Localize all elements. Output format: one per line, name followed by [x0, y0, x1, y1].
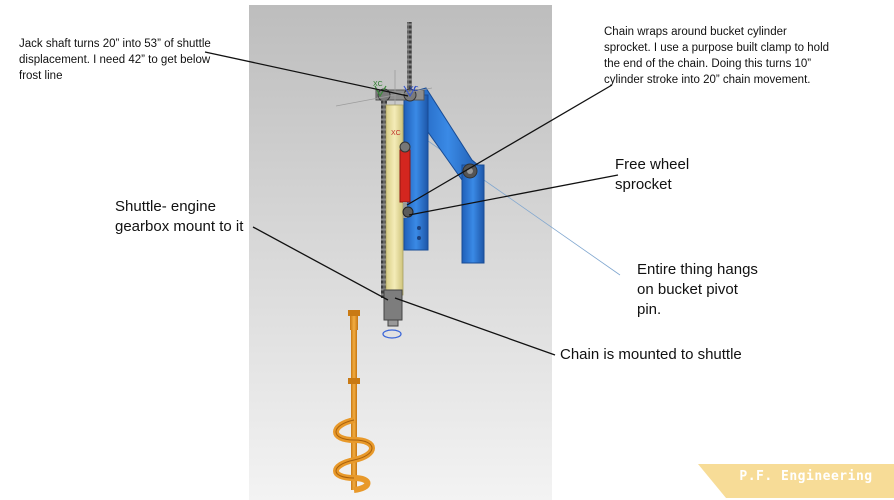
leader-jack-shaft: [204, 51, 409, 97]
left-chain: [381, 100, 387, 298]
pivot-reference-line: [397, 119, 621, 276]
upper-chain: [407, 22, 412, 97]
leader-free-wheel: [408, 174, 619, 216]
shuttle-block: [382, 289, 403, 339]
leader-chain-mounted: [394, 297, 556, 356]
annotation-chain-mounted: Chain is mounted to shuttle: [560, 346, 742, 363]
annotation-free-wheel-sprocket: Free wheel sprocket: [615, 156, 690, 193]
free-wheel-sprocket-shape: [402, 206, 414, 218]
annotation-shuttle: Shuttle- engine gearbox mount to it: [115, 198, 244, 235]
cad-axis-label: XC: [391, 130, 401, 137]
cad-axis-label: XC: [373, 81, 383, 88]
jack-shaft-assembly: [335, 70, 433, 125]
cad-axis-label: XC: [409, 86, 419, 93]
brand-name: P.F. Engineering: [739, 469, 873, 484]
annotation-jack-shaft: Jack shaft turns 20” into 53” of shuttle…: [19, 38, 211, 82]
annotation-chain-wrap: Chain wraps around bucket cylinder sproc…: [604, 26, 830, 86]
leader-chain-wrap: [406, 84, 613, 206]
brand-banner: [698, 464, 894, 498]
leader-lines: [204, 51, 619, 356]
auger: [333, 310, 375, 493]
leader-shuttle: [252, 226, 389, 301]
annotation-pivot-pin: Entire thing hangs on bucket pivot pin.: [637, 261, 758, 318]
